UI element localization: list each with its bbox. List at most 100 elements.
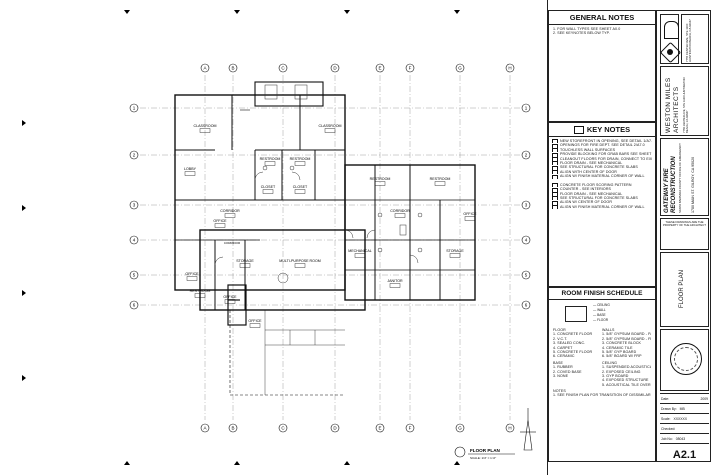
grid-bubble-col-H: H	[505, 423, 515, 433]
grid-label-col: C	[281, 426, 285, 431]
key-note-item: FLOOR DRAIN - SEE MECHANICAL	[552, 161, 652, 166]
room-finish-schedule-panel: ROOM FINISH SCHEDULE — CEILING— WALL— BA…	[548, 287, 656, 462]
key-note-item: CLEANOUT FLOORS FOR DRAIN, CONNECT TO EX…	[552, 157, 652, 161]
right-border-line	[547, 0, 548, 475]
floor-finish-item: 3. SEALED CONC.	[553, 341, 586, 346]
finish-note-item: 1. SEE FINISH PLAN FOR TRANSITION OF DIS…	[553, 393, 651, 398]
key-note-marker-icon	[552, 170, 558, 175]
room-tag[interactable]: RESTROOM	[290, 157, 311, 166]
job-number-value: 08043	[675, 436, 686, 441]
grid-label-row: 2	[525, 153, 528, 158]
room-name: RESTROOM	[190, 289, 211, 293]
grid-label-col: D	[333, 426, 337, 431]
room-finish-title: ROOM FINISH SCHEDULE	[549, 288, 655, 300]
drawing-caption: FLOOR PLAN SCALE: 1/4" = 1'-0"	[454, 446, 515, 460]
grid-label-col: G	[458, 426, 462, 431]
stamp-text: THESE DRAWINGS ARE THE PROPERTY OF THE A…	[663, 220, 706, 228]
room-name: RESTROOM	[290, 157, 311, 161]
grid-bubble-row-6: 6	[521, 300, 531, 310]
drawn-by-value: MB	[679, 406, 685, 411]
key-note-text: ALIGN W/ CENTER OF DOOR	[560, 200, 613, 205]
room-tag[interactable]: MECHANICAL	[348, 249, 372, 258]
key-note-marker-icon	[552, 156, 558, 161]
key-note-text: NEW STOREFRONT IN OPENING, SEE DETAIL 1/…	[560, 139, 652, 144]
building-walls	[174, 81, 476, 396]
room-tag[interactable]: CORRIDOR	[390, 209, 410, 218]
grid-bubble-col-G: G	[455, 423, 465, 433]
room-tag[interactable]: RESTROOM	[430, 177, 451, 186]
walls-title: WALLS	[602, 328, 615, 332]
room-tag[interactable]: STORAGE	[446, 249, 464, 258]
key-notes-title-text: KEY NOTES	[586, 125, 631, 134]
key-note-item: ALIGN W/ CENTER OF DOOR	[552, 200, 652, 205]
room-tag[interactable]: CORRIDOR	[220, 209, 240, 218]
room-name: OFFICE	[213, 219, 227, 223]
room-tag[interactable]: CLASSROOM	[194, 124, 217, 133]
grid-bubble-row-1: 1	[129, 103, 139, 113]
key-note-text: SEE STRUCTURAL FOR CONCRETE SLABS	[560, 165, 638, 170]
grid-bubble-row-3: 3	[129, 200, 139, 210]
room-tag[interactable]: OFFICE	[463, 212, 477, 221]
room-tags: CLASSROOM CLASSROOM RESTROOM CLOSET RESTROOM…	[184, 124, 477, 328]
room-name: CLOSET	[261, 185, 276, 189]
project-address: 1780 MAIN ST. GILROY, CA 95020	[691, 156, 695, 213]
grid-label-row: 6	[133, 303, 136, 308]
room-name: CORRIDOR	[390, 209, 410, 213]
room-name: OFFICE	[185, 272, 199, 276]
room-tag[interactable]: MULTI-PURPOSE ROOM	[279, 259, 321, 268]
grid-bubble-row-4: 4	[521, 235, 531, 245]
scale-label: Scale:	[661, 416, 671, 421]
key-note-item: SEE STRUCTURAL FOR CONCRETE SLABS	[552, 165, 652, 170]
finish-notes-title: NOTES	[553, 389, 566, 394]
sheet-number: A2.1	[672, 449, 697, 461]
key-note-marker-icon	[552, 139, 558, 144]
room-tag[interactable]: RESTROOM	[370, 177, 391, 186]
grid-bubble-col-C: C	[278, 423, 288, 433]
key-note-item: FLOOR DRAIN - SEE MECHANICAL	[552, 192, 652, 197]
grid-bubble-col-B: B	[228, 423, 238, 433]
room-tag[interactable]: RESTROOM	[190, 289, 211, 298]
grid-label-col: E	[378, 426, 381, 431]
room-tag[interactable]: OFFICE	[185, 272, 199, 281]
floor-finish-item: 6. CERAMIC	[553, 354, 575, 359]
room-tag[interactable]: OFFICE	[248, 319, 262, 328]
room-tag[interactable]: STORAGE	[236, 259, 254, 268]
general-notes-title: GENERAL NOTES	[549, 11, 655, 25]
room-tag[interactable]: CLOSET	[293, 185, 308, 194]
room-tag[interactable]: JANITOR	[387, 279, 403, 288]
floor-plan-scale: SCALE: 1/4" = 1'-0"	[470, 456, 496, 460]
room-tag[interactable]: CLOSET	[261, 185, 276, 194]
key-note-text: CONCRETE FLOOR SCORING PATTERN	[560, 182, 632, 187]
grid-bubble-row-3: 3	[521, 200, 531, 210]
room-tag[interactable]: OFFICE	[213, 219, 227, 228]
corridor-label: CORRIDOR	[224, 241, 241, 245]
room-name: CLASSROOM	[319, 124, 342, 128]
grid-bubble-col-E: E	[375, 423, 385, 433]
room-tag[interactable]: OFFICE	[223, 295, 237, 304]
key-note-marker-icon	[552, 148, 558, 153]
key-note-marker-icon	[552, 165, 558, 170]
key-note-item: OPENINGS FOR FIRE DEPT. SEE DETAIL 2/A7.…	[552, 143, 652, 148]
room-tag[interactable]: LOBBY	[184, 167, 197, 176]
grid-bubble-row-2: 2	[129, 150, 139, 160]
room-tag[interactable]: RESTROOM	[260, 157, 281, 166]
key-note-item: ALIGN W/ FINISH MATERIAL CORNER OF WALL	[552, 205, 652, 210]
title-fields: Date: 2009 Drawn By: MB Scale: XXXXXX Ch…	[660, 393, 709, 466]
key-note-text: PROVIDE BLOCKING FOR GRAB BARS SEE SHEET…	[560, 152, 652, 157]
finish-key-label: — CEILING	[593, 303, 610, 307]
room-tag[interactable]: CLASSROOM	[319, 124, 342, 133]
grid-bubble-col-C: C	[278, 63, 288, 73]
key-note-marker-icon	[552, 196, 558, 201]
grid-bubble-col-G: G	[455, 63, 465, 73]
firm-name: WESTON MILES ARCHITECTS	[665, 77, 680, 133]
grid-bubble-row-4: 4	[129, 235, 139, 245]
walls-finish-list: 1. 5/8" GYPSUM BOARD - PAINT2. 5/8" GYPS…	[602, 332, 651, 358]
floor-finish-item: 5. CONCRETE FLOOR	[553, 349, 593, 354]
key-note-text: ALIGN WITH CENTER OF DOOR	[560, 169, 618, 174]
architect-seal-icon	[670, 343, 702, 375]
key-notes-panel: KEY NOTES NEW STOREFRONT IN OPENING, SEE…	[548, 122, 656, 287]
logo-arch-icon	[664, 21, 679, 39]
key-note-marker-icon	[552, 187, 558, 192]
